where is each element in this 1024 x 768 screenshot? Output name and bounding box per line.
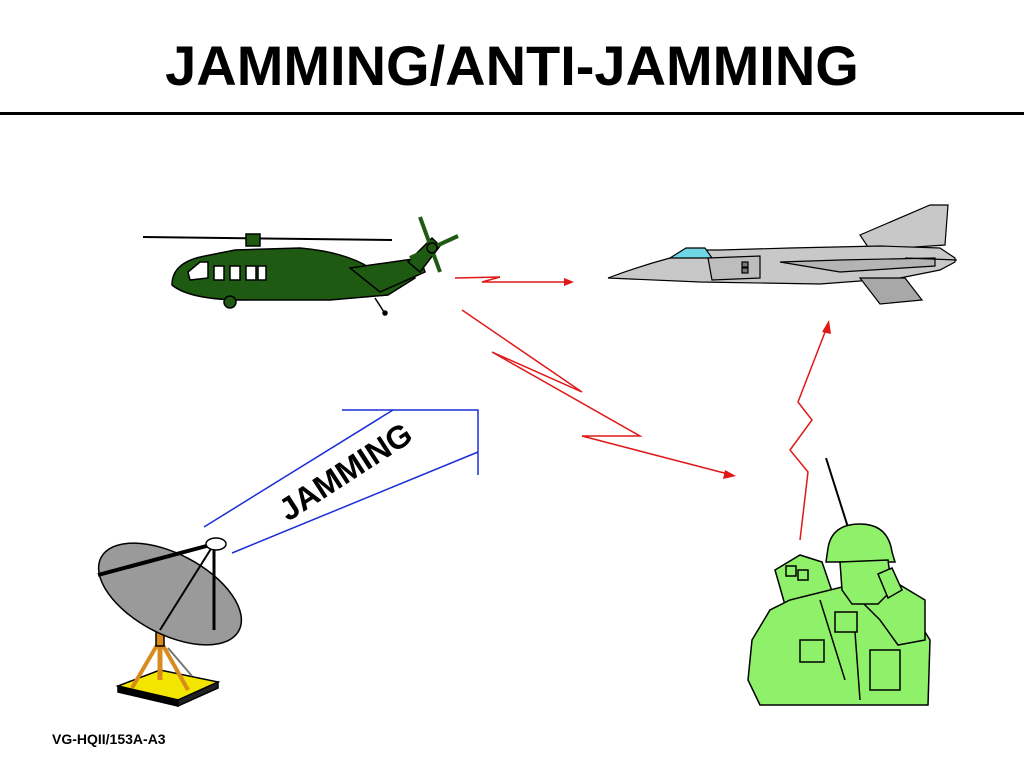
signal-soldier-to-jet-arrowhead: [822, 320, 831, 334]
signal-heli-to-jet-arrowhead: [564, 278, 574, 286]
signal-soldier-to-jet: [789, 326, 828, 541]
signal-heli-to-soldier-arrowhead: [723, 470, 736, 479]
helicopter-icon: [142, 216, 459, 316]
radio-operator-soldier-icon: [747, 457, 931, 706]
beam-end-cap: [342, 409, 479, 475]
beam-lower-edge: [231, 451, 479, 554]
jamming-beam: [203, 409, 479, 554]
beam-upper-edge: [203, 409, 394, 528]
slide-title: JAMMING/ANTI-JAMMING: [165, 34, 859, 97]
signal-paths: [454, 276, 831, 541]
signal-heli-to-soldier: [461, 309, 729, 475]
title-divider: [0, 112, 1024, 115]
fighter-jet-icon: [607, 204, 958, 305]
signal-heli-to-jet: [454, 276, 566, 283]
footer-code: VG-HQII/153A-A3: [52, 731, 166, 747]
satellite-dish-icon: [97, 537, 243, 708]
